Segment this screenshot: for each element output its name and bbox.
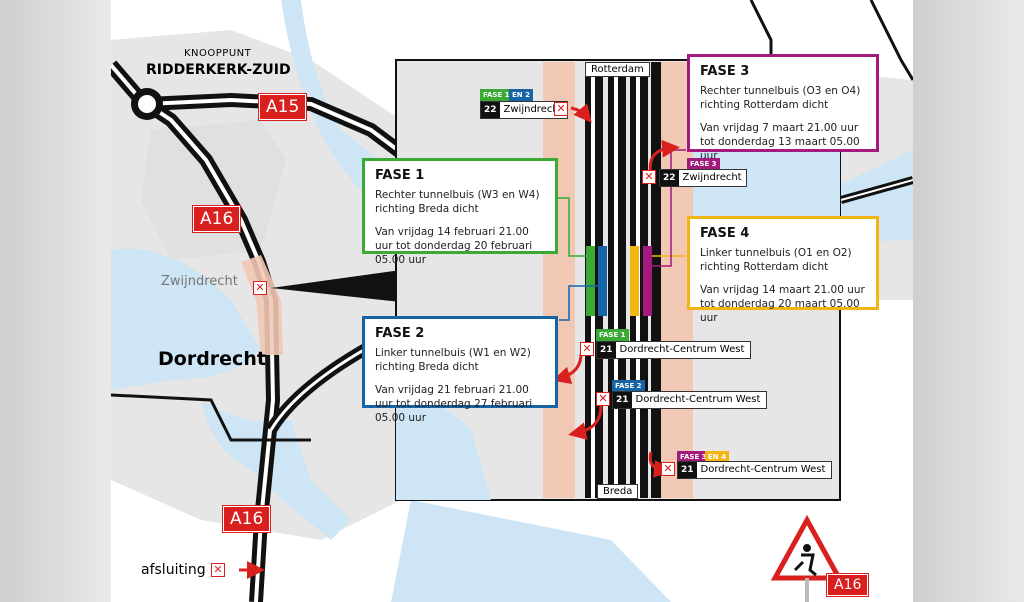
inset-top-label: Rotterdam xyxy=(585,62,650,77)
tag-fase3: FASE 3 xyxy=(687,158,720,170)
fase3-dates: Van vrijdag 7 maart 21.00 uur tot donder… xyxy=(700,122,860,162)
fase1-desc: Rechter tunnelbuis (W3 en W4) richting B… xyxy=(375,189,540,215)
fase4-title: FASE 4 xyxy=(700,226,750,241)
legend-closure-icon: ✕ xyxy=(211,563,225,577)
exit-name: Dordrecht-Centrum West xyxy=(700,464,826,475)
exit-21-dordrecht-fase3: 21 Dordrecht-Centrum West xyxy=(677,461,833,479)
tag-en4: EN 4 xyxy=(705,451,729,463)
tag-fase1: FASE 1 xyxy=(480,89,513,101)
exit-number: 21 xyxy=(613,392,632,408)
fase4-box: FASE 4 Linker tunnelbuis (O1 en O2) rich… xyxy=(687,216,879,324)
legend-label: afsluiting xyxy=(141,562,206,578)
closure-icon: ✕ xyxy=(554,102,568,116)
exit-21-dordrecht-fase2: 21 Dordrecht-Centrum West xyxy=(612,391,768,409)
knooppunt-name: RIDDERKERK-ZUID xyxy=(146,62,291,78)
closure-icon: ✕ xyxy=(580,342,594,356)
tube-fase3 xyxy=(643,246,652,316)
fase1-dates: Van vrijdag 14 februari 21.00 uur tot do… xyxy=(375,226,533,266)
fase3-title: FASE 3 xyxy=(700,64,750,79)
closure-icon: ✕ xyxy=(596,392,610,406)
knooppunt-label: KNOOPPUNT xyxy=(184,48,252,59)
inset-pointer xyxy=(271,270,401,302)
inset-bottom-label: Breda xyxy=(597,484,639,499)
place-dordrecht: Dordrecht xyxy=(158,348,266,370)
a16-sign-shield: A16 xyxy=(827,574,869,596)
fase3-desc: Rechter tunnelbuis (O3 en O4) richting R… xyxy=(700,85,861,111)
closure-icon: ✕ xyxy=(661,462,675,476)
tag-fase2: FASE 2 xyxy=(612,380,645,392)
closure-icon: ✕ xyxy=(642,170,656,184)
exit-number: 21 xyxy=(597,342,616,358)
exit-21-dordrecht-fase1: 21 Dordrecht-Centrum West xyxy=(596,341,752,359)
fase1-box: FASE 1 Rechter tunnelbuis (W3 en W4) ric… xyxy=(362,158,558,266)
closure-icon: ✕ xyxy=(253,281,267,295)
a16-shield-bottom: A16 xyxy=(223,506,271,532)
fase4-dates: Van vrijdag 14 maart 21.00 uur tot donde… xyxy=(700,284,865,324)
exit-22-zwijndrecht-west: 22 Zwijndrecht xyxy=(480,101,568,119)
tunnel-zone-west xyxy=(543,62,575,498)
fase4-desc: Linker tunnelbuis (O1 en O2) richting Ro… xyxy=(700,247,852,273)
exit-22-zwijndrecht-east: 22 Zwijndrecht xyxy=(659,169,747,187)
left-blur-margin xyxy=(0,0,111,602)
exit-name: Dordrecht-Centrum West xyxy=(635,394,761,405)
exit-number: 22 xyxy=(481,102,500,118)
fase3-box: FASE 3 Rechter tunnelbuis (O3 en O4) ric… xyxy=(687,54,879,162)
fase2-dates: Van vrijdag 21 februari 21.00 uur tot do… xyxy=(375,384,533,424)
exit-number: 21 xyxy=(678,462,697,478)
exit-number: 22 xyxy=(660,170,679,186)
tube-fase1 xyxy=(586,246,595,316)
exit-name: Dordrecht-Centrum West xyxy=(619,344,745,355)
fase2-title: FASE 2 xyxy=(375,326,425,341)
tag-fase1-b: FASE 1 xyxy=(596,329,629,341)
exit-name: Zwijndrecht xyxy=(503,104,563,115)
a16-shield-top: A16 xyxy=(193,206,241,232)
fase2-desc: Linker tunnelbuis (W1 en W2) richting Br… xyxy=(375,347,531,373)
tag-en2: EN 2 xyxy=(509,89,533,101)
road-closure-map: KNOOPPUNT RIDDERKERK-ZUID A15 A16 A16 A1… xyxy=(111,0,913,602)
a15-shield: A15 xyxy=(259,94,307,120)
tag-fase3-b: FASE 3 xyxy=(677,451,710,463)
fase1-title: FASE 1 xyxy=(375,168,425,183)
tube-fase4 xyxy=(630,246,639,316)
right-blur-margin xyxy=(913,0,1024,602)
place-zwijndrecht: Zwijndrecht xyxy=(161,274,238,289)
exit-name: Zwijndrecht xyxy=(682,172,742,183)
water-river xyxy=(111,248,261,390)
fase2-box: FASE 2 Linker tunnelbuis (W1 en W2) rich… xyxy=(362,316,558,424)
tube-fase2 xyxy=(598,246,607,316)
